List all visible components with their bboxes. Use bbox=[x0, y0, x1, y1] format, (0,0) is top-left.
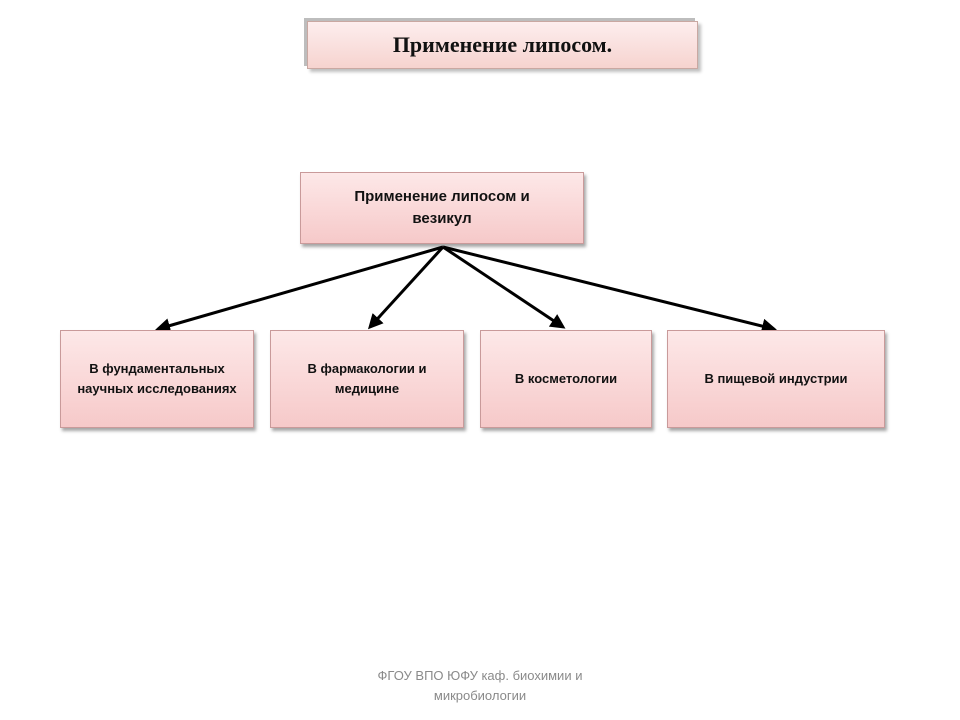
arrow-to-branch-2 bbox=[367, 245, 445, 330]
branch-node-fundamental-research: В фундаментальных научных исследованиях bbox=[60, 330, 254, 428]
branch-node-pharmacology-medicine: В фармакологии и медицине bbox=[270, 330, 464, 428]
root-node-label: Применение липосом и везикул bbox=[354, 188, 530, 227]
arrow-to-branch-4 bbox=[442, 245, 777, 334]
slide-title-box: Применение липосом. bbox=[307, 21, 698, 69]
branch-node-label: В фундаментальных научных исследованиях bbox=[77, 361, 237, 396]
root-node: Применение липосом и везикул bbox=[300, 172, 584, 244]
slide-footer: ФГОУ ВПО ЮФУ каф. биохимии и микробиолог… bbox=[377, 668, 583, 703]
branch-node-label: В пищевой индустрии bbox=[704, 371, 848, 386]
arrow-to-branch-3 bbox=[442, 245, 566, 329]
branch-node-food-industry: В пищевой индустрии bbox=[667, 330, 885, 428]
arrow-to-branch-1 bbox=[155, 245, 444, 333]
branch-node-label: В косметологии bbox=[514, 371, 618, 386]
branch-node-cosmetology: В косметологии bbox=[480, 330, 652, 428]
slide-title: Применение липосом. bbox=[392, 32, 613, 57]
branch-node-label: В фармакологии и медицине bbox=[307, 361, 427, 396]
